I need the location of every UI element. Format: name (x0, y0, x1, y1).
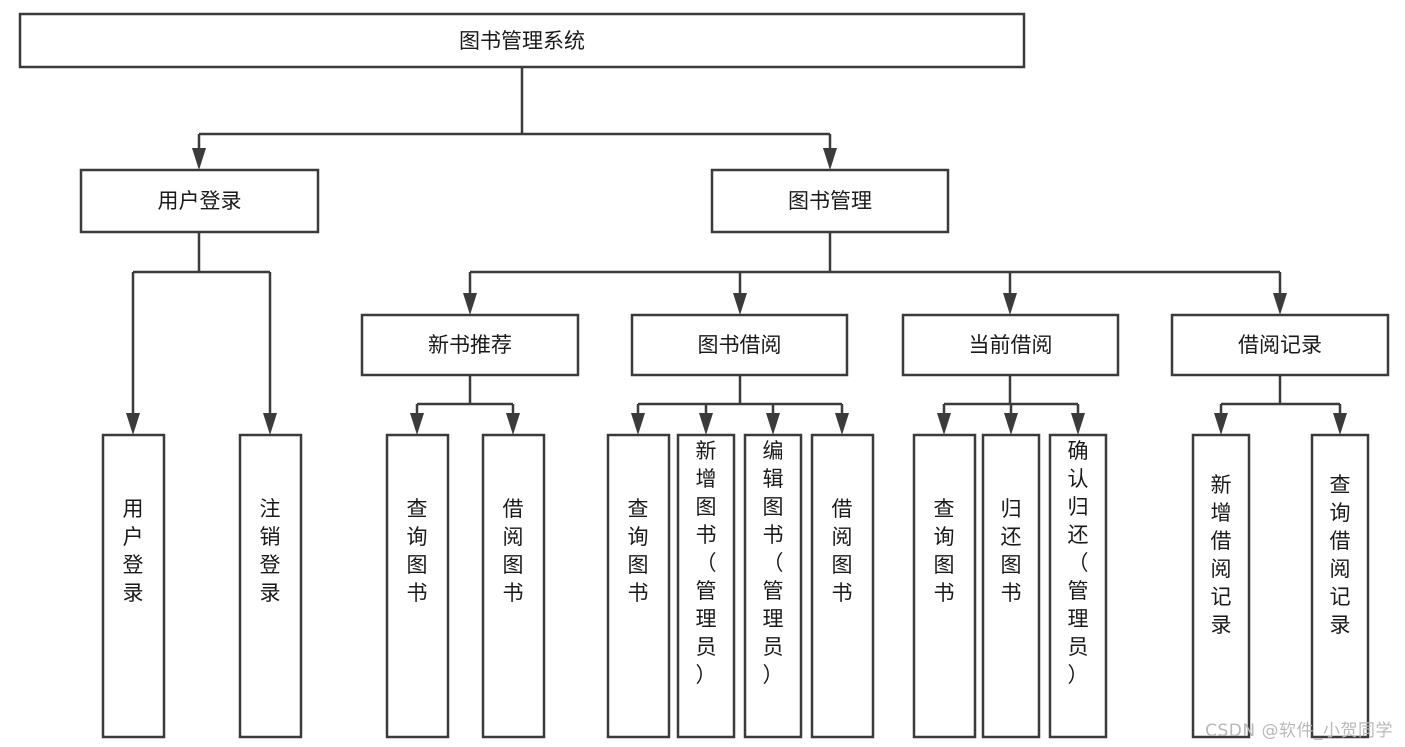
arrowhead-icon (263, 413, 277, 435)
node-leaf-return-book-label: 归还图书 (1001, 497, 1022, 605)
arrowhead-icon (410, 413, 424, 435)
arrowhead-icon (1004, 413, 1018, 435)
node-leaf-confirm-return-label: 确认归还（管理员） (1068, 439, 1089, 687)
node-leaf-user-login[interactable]: 用户登录 (101, 433, 166, 739)
node-leaf-borrow-book-2-box[interactable] (810, 433, 875, 739)
node-leaf-borrow-book-2[interactable]: 借阅图书 (810, 433, 875, 739)
node-new-book-rec-box[interactable] (360, 313, 580, 377)
node-user-login-label: 用户登录 (158, 189, 242, 213)
node-leaf-query-book-3[interactable]: 查询图书 (912, 433, 977, 739)
node-leaf-borrow-book-2-label: 借阅图书 (832, 497, 853, 605)
node-borrow-record-box[interactable] (1170, 313, 1390, 377)
node-leaf-add-book-label: 新增图书（管理员） (696, 439, 717, 687)
connectors-borrow-record-to-leaves (1214, 375, 1347, 435)
node-leaf-query-book-2-label: 查询图书 (628, 497, 649, 605)
node-user-login[interactable]: 用户登录 (79, 168, 320, 234)
connectors-book-borrow-to-leaves (631, 375, 849, 435)
node-new-book-rec-label: 新书推荐 (428, 333, 512, 357)
connectors-user-login-to-leaves (126, 232, 277, 435)
node-leaf-query-book-1[interactable]: 查询图书 (385, 433, 450, 739)
node-new-book-rec[interactable]: 新书推荐 (360, 313, 580, 377)
node-leaf-add-record[interactable]: 新增借阅记录 (1191, 433, 1251, 739)
arrowhead-icon (192, 148, 206, 170)
arrowhead-icon (766, 413, 780, 435)
node-leaf-add-record-box[interactable] (1191, 433, 1251, 739)
node-book-manage[interactable]: 图书管理 (710, 168, 950, 234)
node-current-borrow-box[interactable] (901, 313, 1120, 377)
node-leaf-query-book-1-box[interactable] (385, 433, 450, 739)
arrowhead-icon (733, 293, 747, 315)
connectors-new-book-rec-to-leaves (410, 375, 520, 435)
connectors-root-to-level2 (192, 67, 837, 170)
arrowhead-icon (126, 413, 140, 435)
arrowhead-icon (1273, 293, 1287, 315)
node-book-borrow-label: 图书借阅 (698, 333, 782, 357)
node-leaf-edit-book-label: 编辑图书（管理员） (763, 439, 784, 687)
node-leaf-user-logout-label: 注销登录 (260, 497, 281, 605)
node-leaf-confirm-return[interactable]: 确认归还（管理员） (1048, 433, 1108, 739)
arrowhead-icon (506, 413, 520, 435)
arrowhead-icon (631, 413, 645, 435)
node-leaf-query-book-1-label: 查询图书 (407, 497, 428, 605)
node-book-manage-label: 图书管理 (788, 189, 872, 213)
node-leaf-borrow-book-1-label: 借阅图书 (503, 497, 524, 605)
node-leaf-query-record[interactable]: 查询借阅记录 (1310, 433, 1370, 739)
node-leaf-query-book-2[interactable]: 查询图书 (606, 433, 671, 739)
node-leaf-edit-book[interactable]: 编辑图书（管理员） (743, 433, 803, 739)
node-leaf-confirm-return-box[interactable] (1048, 433, 1108, 739)
node-leaf-return-book[interactable]: 归还图书 (981, 433, 1041, 739)
node-root-box[interactable] (18, 12, 1026, 69)
arrowhead-icon (463, 293, 477, 315)
node-current-borrow-label: 当前借阅 (969, 333, 1053, 357)
node-leaf-add-book[interactable]: 新增图书（管理员） (676, 433, 736, 739)
node-leaf-return-book-box[interactable] (981, 433, 1041, 739)
node-leaf-user-logout[interactable]: 注销登录 (238, 433, 303, 739)
arrowhead-icon (835, 413, 849, 435)
node-leaf-query-book-2-box[interactable] (606, 433, 671, 739)
arrowhead-icon (937, 413, 951, 435)
node-leaf-query-book-3-box[interactable] (912, 433, 977, 739)
node-leaf-edit-book-box[interactable] (743, 433, 803, 739)
node-leaf-user-logout-box[interactable] (238, 433, 303, 739)
csdn-watermark: CSDN @软件_小贺同学 (1205, 721, 1393, 741)
node-root[interactable]: 图书管理系统 (18, 12, 1026, 69)
node-root-label: 图书管理系统 (459, 29, 585, 53)
node-borrow-record[interactable]: 借阅记录 (1170, 313, 1390, 377)
node-leaf-user-login-label: 用户登录 (123, 497, 144, 605)
node-leaf-borrow-book-1[interactable]: 借阅图书 (481, 433, 546, 739)
node-leaf-query-record-label: 查询借阅记录 (1330, 473, 1351, 637)
leaf-nodes: 用户登录 注销登录 查询图书 借阅图书 查询图书 新增图书（管理员） (101, 433, 1370, 739)
node-book-borrow-box[interactable] (630, 313, 849, 377)
node-leaf-query-book-3-label: 查询图书 (934, 497, 955, 605)
connectors-current-borrow-to-leaves (937, 375, 1085, 435)
arrowhead-icon (823, 148, 837, 170)
arrowhead-icon (1214, 413, 1228, 435)
arrowhead-icon (699, 413, 713, 435)
arrowhead-icon (1333, 413, 1347, 435)
node-borrow-record-label: 借阅记录 (1238, 333, 1322, 357)
arrowhead-icon (1003, 293, 1017, 315)
node-book-borrow[interactable]: 图书借阅 (630, 313, 849, 377)
node-current-borrow[interactable]: 当前借阅 (901, 313, 1120, 377)
node-book-manage-box[interactable] (710, 168, 950, 234)
node-leaf-add-book-box[interactable] (676, 433, 736, 739)
node-leaf-user-login-box[interactable] (101, 433, 166, 739)
node-leaf-add-record-label: 新增借阅记录 (1211, 473, 1232, 637)
node-leaf-borrow-book-1-box[interactable] (481, 433, 546, 739)
connectors-book-manage-to-level3 (463, 232, 1287, 315)
arrowhead-icon (1071, 413, 1085, 435)
node-user-login-box[interactable] (79, 168, 320, 234)
node-leaf-query-record-box[interactable] (1310, 433, 1370, 739)
